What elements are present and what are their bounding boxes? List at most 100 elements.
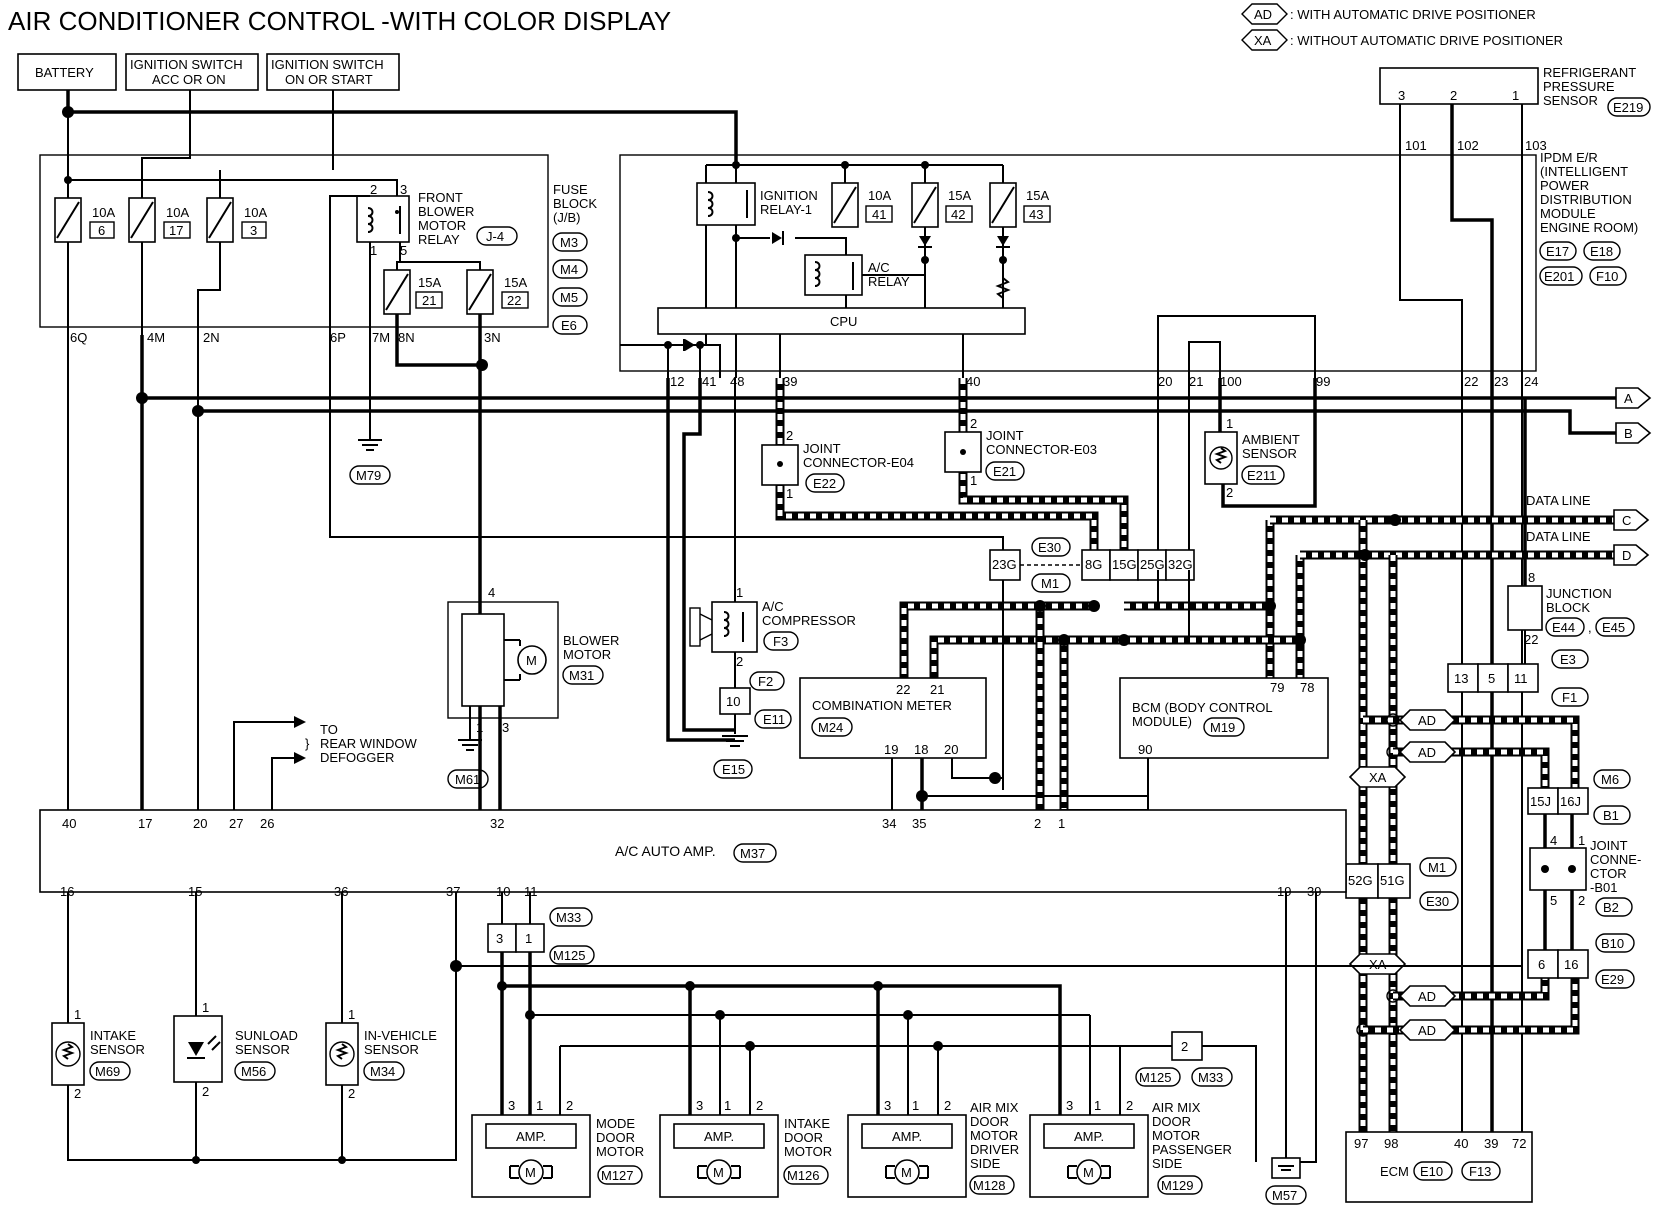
ipdm-label-6: ENGINE ROOM) (1540, 220, 1638, 235)
mid-pin-8g: 8G (1085, 557, 1102, 572)
amp-pin-17: 17 (138, 816, 152, 831)
blower-label-1: BLOWER (563, 633, 619, 648)
ignition-acc-box (125, 53, 259, 91)
meter-pin-18: 18 (914, 742, 928, 757)
intake-pin-2: 2 (74, 1086, 81, 1101)
ipdm-pin-100: 100 (1220, 374, 1242, 389)
m6-pin-16j: 16J (1560, 794, 1581, 809)
tag-ad-3: AD (1418, 989, 1436, 1004)
ipdm-pin-48: 48 (730, 374, 744, 389)
ipdm-fuse-41-num: 41 (872, 207, 886, 222)
amp-pin-36: 36 (334, 884, 348, 899)
fuse-3-num: 3 (250, 223, 257, 238)
fuse-17-num: 17 (169, 223, 183, 238)
airmix-pass-motor-glyph: M (1083, 1165, 1094, 1180)
mid-conn-25g (1137, 549, 1167, 581)
tag-ad-2: AD (1418, 745, 1436, 760)
fuse-3-amp: 10A (244, 205, 267, 220)
intake-conn: M69 (95, 1064, 120, 1079)
joint-e03-pin-2: 2 (970, 416, 977, 431)
ipdm-pin-12: 12 (670, 374, 684, 389)
airmix-driver-motor-glyph: M (901, 1165, 912, 1180)
joint-e03-label-1: JOINT (986, 428, 1024, 443)
arrow-c: C (1622, 513, 1631, 528)
mode-motor-amp: AMP. (516, 1129, 546, 1144)
joint-b01-label-2: CONNE- (1590, 852, 1641, 867)
fuse-pin-2n: 2N (203, 330, 220, 345)
meter-pin-21: 21 (930, 682, 944, 697)
rear-defogger-label-2: REAR WINDOW (320, 736, 418, 751)
m1e30-conn-m1: M1 (1428, 860, 1446, 875)
relay-pin-2: 2 (370, 182, 377, 197)
sunload-conn: M56 (241, 1064, 266, 1079)
m33-pin-1: 1 (525, 931, 532, 946)
fuse-pin-6q: 6Q (70, 330, 87, 345)
intake-door-motor: AMP. M 3 1 2 INTAKE DOOR MOTOR M126 (659, 1098, 832, 1198)
sunload-label-2: SENSOR (235, 1042, 290, 1057)
compressor-label-2: COMPRESSOR (762, 613, 856, 628)
fuse-21-num: 21 (422, 293, 436, 308)
ipdm-pin-20: 20 (1158, 374, 1172, 389)
ipdm-pin-40: 40 (966, 374, 980, 389)
junction-conn-e44: E44 (1552, 620, 1575, 635)
mode-motor-glyph: M (525, 1165, 536, 1180)
data-line-label-1: DATA LINE (1526, 493, 1591, 508)
refrigerant-label-3: SENSOR (1543, 93, 1598, 108)
m33-conn: M33 (556, 910, 581, 925)
ipdm-fuse-41-amp: 10A (868, 188, 891, 203)
sunload-pin-2: 2 (202, 1084, 209, 1099)
fuse-pin-7m: 7M (372, 330, 390, 345)
meter-pin-20: 20 (944, 742, 958, 757)
compressor-pin-f2: F2 (758, 674, 773, 689)
can-data-lines (775, 378, 1614, 1142)
bcm-label-1: BCM (BODY CONTROL (1132, 700, 1273, 715)
blower-motor-fan (461, 613, 505, 707)
ecm-pin-72: 72 (1512, 1136, 1526, 1151)
ipdm-pin-21: 21 (1189, 374, 1203, 389)
ipdm-box (619, 154, 1537, 372)
ipdm-pin-39: 39 (783, 374, 797, 389)
fuse-conn-m4: M4 (560, 262, 578, 277)
amp-pin-39: 39 (1307, 884, 1321, 899)
ignition-on-box (266, 53, 400, 91)
combination-meter-label: COMBINATION METER (812, 698, 952, 713)
airmix-driver-pin-1: 1 (912, 1098, 919, 1113)
battery-label: BATTERY (35, 65, 94, 80)
intake-motor-conn: M126 (787, 1168, 820, 1183)
blower-pin-1: 1 (476, 720, 483, 735)
ipdm-label-5: MODULE (1540, 206, 1596, 221)
m6-conn: M6 (1601, 772, 1619, 787)
invehicle-conn: M34 (370, 1064, 395, 1079)
intake-label-2: SENSOR (90, 1042, 145, 1057)
fuse-conn-m5: M5 (560, 290, 578, 305)
option-tags: AD AD XA XA AD AD (1348, 709, 1457, 1041)
m125-conn: M125 (553, 948, 586, 963)
refrigerant-conn: E219 (1613, 100, 1643, 115)
airmix-driver-pin-3: 3 (884, 1098, 891, 1113)
fuse-block-label-2: BLOCK (553, 196, 597, 211)
bcm-conn: M19 (1210, 720, 1235, 735)
e3-pin-5: 5 (1488, 671, 1495, 686)
relay-pin-1: 1 (370, 243, 377, 258)
refrigerant-pin-1: 1 (1512, 88, 1519, 103)
b10-conn: B10 (1601, 936, 1624, 951)
ipdm-label-2: (INTELLIGENT (1540, 164, 1628, 179)
amp-pin-1: 1 (1058, 816, 1065, 831)
airmix-driver-label-2: DOOR (970, 1114, 1009, 1129)
fuse-21-amp: 15A (418, 275, 441, 290)
relay-label-2: BLOWER (418, 204, 474, 219)
fuse-6-amp: 10A (92, 205, 115, 220)
battery-box (17, 53, 117, 91)
ac-relay-label-2: RELAY (868, 274, 910, 289)
amp-pin-26: 26 (260, 816, 274, 831)
airmix-pass-label-1: AIR MIX (1152, 1100, 1201, 1115)
arrow-b: B (1624, 426, 1633, 441)
ipdm-pin-102: 102 (1457, 138, 1479, 153)
joint-e04-pin-1: 1 (786, 486, 793, 501)
ecm-pin-98: 98 (1384, 1136, 1398, 1151)
fuse-pin-4m: 4M (147, 330, 165, 345)
svg-text:,: , (1588, 620, 1592, 635)
e3-conn: E3 (1560, 652, 1576, 667)
mode-motor-label-2: DOOR (596, 1130, 635, 1145)
